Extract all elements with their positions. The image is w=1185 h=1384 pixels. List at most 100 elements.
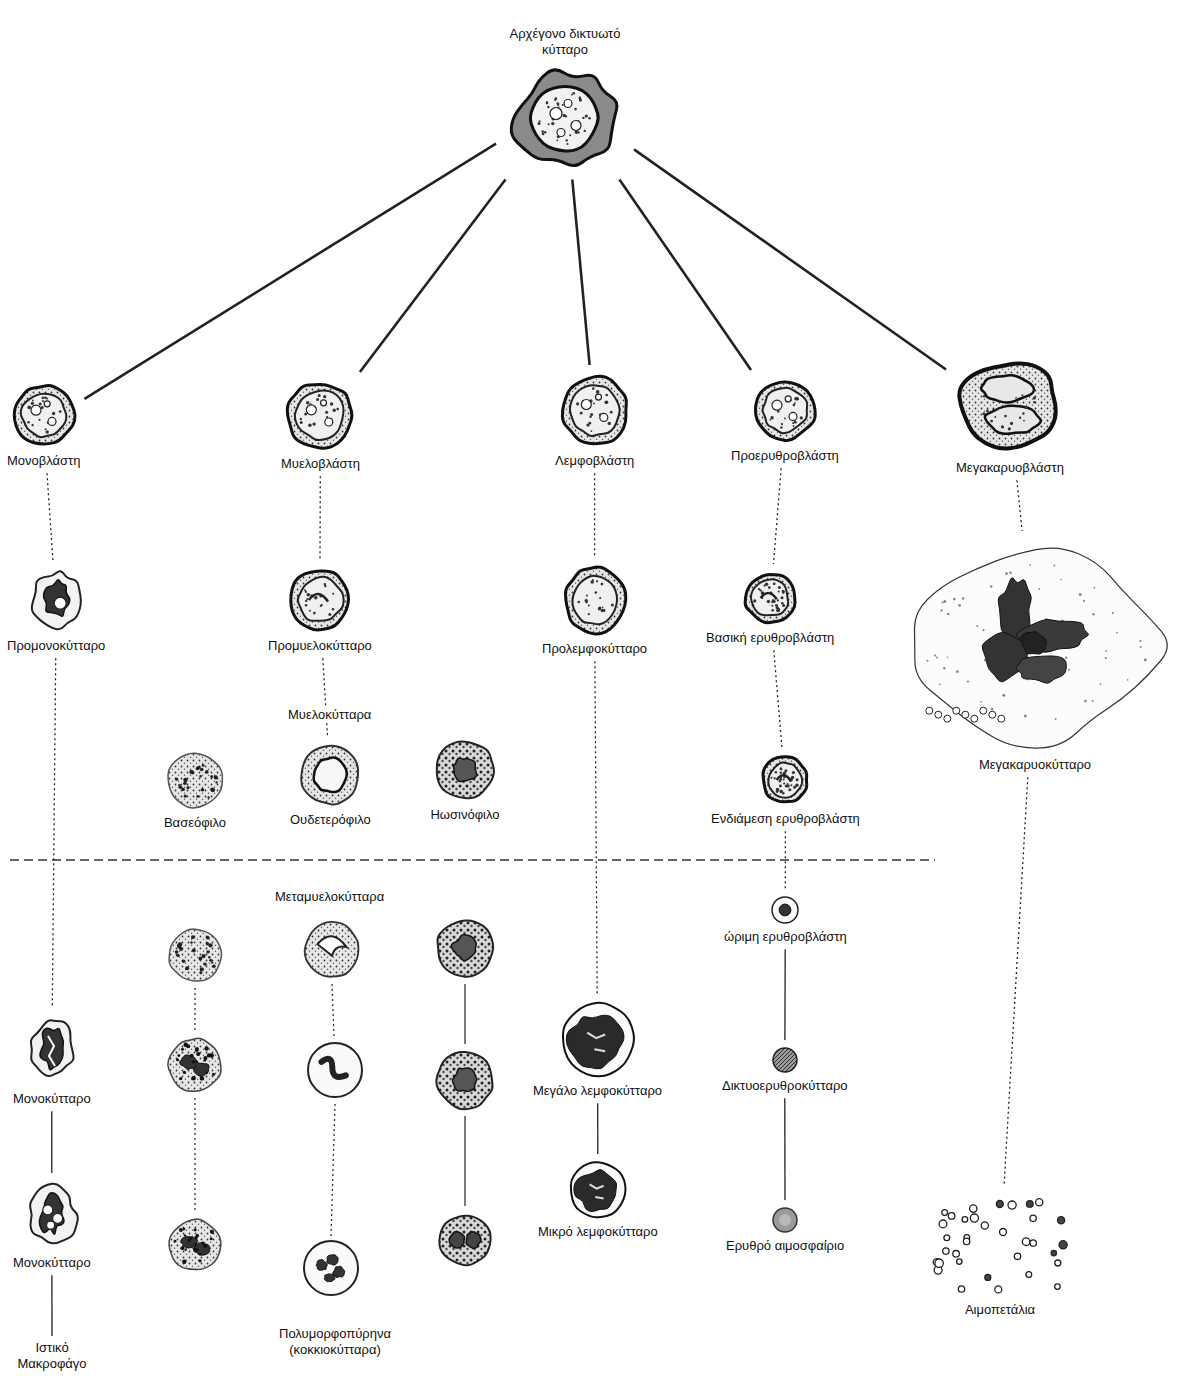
cell-drawing	[769, 1044, 801, 1076]
drawing-circle	[544, 131, 546, 133]
drawing-circle	[958, 604, 961, 607]
drawing-circle	[940, 609, 942, 611]
drawing-circle	[1021, 394, 1023, 396]
cell-drawing	[558, 999, 638, 1081]
drawing-circle	[557, 128, 565, 136]
drawing-circle	[184, 1249, 186, 1251]
drawing-circle	[935, 711, 942, 718]
drawing-circle	[587, 613, 589, 615]
drawing-circle	[985, 1274, 991, 1280]
cell-node: Μεγακαρυοκύτταρο	[888, 533, 1182, 775]
drawing-circle	[313, 422, 316, 425]
drawing-circle	[976, 625, 978, 627]
drawing-circle	[190, 1054, 194, 1058]
lineage-line	[774, 468, 782, 564]
drawing-circle	[1005, 572, 1008, 575]
drawing-circle	[1033, 401, 1036, 404]
drawing-circle	[204, 1046, 208, 1050]
drawing-path	[777, 775, 791, 781]
drawing-circle	[780, 772, 782, 774]
drawing-circle	[542, 132, 545, 135]
drawing-circle	[590, 430, 592, 432]
drawing-circle	[541, 130, 544, 133]
drawing-circle	[181, 1048, 184, 1051]
drawing-circle	[604, 401, 607, 404]
drawing-circle	[178, 784, 181, 787]
drawing-circle	[785, 769, 788, 772]
drawing-circle	[200, 1076, 204, 1080]
drawing-circle	[944, 715, 951, 722]
cell-drawing	[162, 747, 228, 813]
drawing-circle	[1068, 669, 1070, 671]
drawing-circle	[1112, 612, 1114, 614]
drawing-circle	[584, 129, 586, 131]
drawing-circle	[775, 604, 778, 607]
drawing-circle	[781, 423, 783, 425]
drawing-circle	[792, 771, 795, 774]
drawing-circle	[209, 959, 212, 962]
drawing-circle	[180, 948, 183, 951]
drawing-circle	[305, 600, 307, 602]
drawing-path	[168, 753, 222, 808]
drawing-circle	[199, 957, 203, 961]
divider-line	[10, 859, 935, 861]
drawing-path	[439, 1216, 490, 1266]
drawing-circle	[793, 425, 795, 427]
drawing-circle	[206, 1071, 209, 1074]
drawing-circle	[597, 607, 600, 610]
drawing-circle	[321, 400, 327, 406]
drawing-circle	[595, 390, 599, 394]
drawing-circle	[962, 597, 965, 600]
drawing-circle	[579, 412, 582, 415]
drawing-circle	[206, 942, 209, 945]
drawing-path	[305, 922, 359, 977]
drawing-circle	[783, 778, 785, 780]
cell-drawing	[566, 1158, 630, 1222]
cell-drawing	[436, 1052, 492, 1109]
drawing-circle	[308, 1043, 362, 1097]
drawing-circle	[796, 784, 800, 788]
drawing-circle	[191, 1076, 196, 1081]
drawing-line	[332, 984, 334, 1036]
drawing-circle	[927, 660, 929, 662]
drawing-circle	[207, 1053, 211, 1057]
cell-node: Βασική ερυθροβλάστη	[704, 566, 836, 648]
drawing-circle	[318, 394, 321, 397]
drawing-circle	[585, 601, 588, 604]
cell-node: Μονοκύτταρο	[11, 1175, 93, 1273]
drawing-circle	[982, 629, 984, 631]
drawing-circle	[1015, 397, 1017, 399]
drawing-circle	[1004, 415, 1007, 418]
drawing-circle	[31, 405, 41, 415]
drawing-circle	[980, 701, 982, 703]
drawing-circle	[753, 599, 756, 602]
drawing-circle	[313, 612, 316, 615]
drawing-circle	[590, 413, 593, 416]
drawing-circle	[196, 795, 199, 798]
drawing-circle	[179, 786, 181, 788]
cell-label: Μονοκύτταρο	[13, 1091, 91, 1107]
drawing-path	[14, 386, 75, 444]
drawing-circle	[1100, 683, 1102, 685]
cell-label: Προλεμφοκύτταρο	[542, 641, 647, 657]
drawing-circle	[200, 967, 204, 971]
drawing-path	[763, 757, 807, 802]
cell-drawing	[281, 376, 359, 454]
drawing-circle	[208, 956, 210, 958]
drawing-circle	[595, 394, 601, 400]
drawing-path	[761, 593, 777, 599]
cell-label: Δικτυοερυθροκύτταρο	[722, 1078, 848, 1094]
drawing-circle	[27, 421, 30, 424]
drawing-circle	[212, 1073, 215, 1076]
drawing-path	[39, 1193, 64, 1235]
drawing-circle	[205, 770, 209, 774]
drawing-circle	[320, 605, 322, 607]
drawing-circle	[184, 778, 188, 782]
cell-label: Αρχέγονο δικτυωτό κύτταρο	[505, 26, 625, 59]
cell-node: Προμυελοκύτταρο	[266, 562, 374, 656]
drawing-circle	[1140, 646, 1142, 648]
drawing-path	[454, 758, 477, 781]
drawing-circle	[306, 401, 309, 404]
drawing-circle	[58, 410, 61, 413]
cell-drawing	[284, 564, 356, 636]
